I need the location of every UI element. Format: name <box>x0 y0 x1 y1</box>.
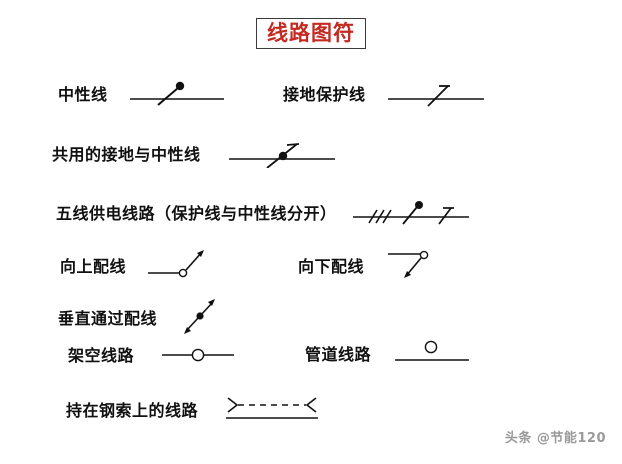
row-pipeline-line: 管道线路 <box>305 340 473 366</box>
label-neutral-line: 中性线 <box>58 85 108 104</box>
row-shared-earth-neutral: 共用的接地与中性线 <box>52 138 337 169</box>
symbol-line-with-circle-above <box>391 340 473 366</box>
row-messenger-wire-line: 持在钢索上的线路 <box>66 396 320 422</box>
symbol-dashed-span-between-brackets-over-line <box>224 396 320 422</box>
label-earth-protection-line: 接地保护线 <box>283 85 366 104</box>
symbol-line-with-hook-stroke <box>386 78 486 108</box>
label-wiring-vertical-through: 垂直通过配线 <box>58 309 158 328</box>
symbol-line-with-dot-stroke <box>128 78 226 108</box>
label-pipeline-line: 管道线路 <box>305 345 372 364</box>
page-title-wrapper: 线路图符 <box>0 18 622 50</box>
label-wiring-downward: 向下配线 <box>298 257 365 276</box>
symbol-double-arrow-with-dot <box>177 295 223 339</box>
symbol-line-with-dot-and-hook-stroke <box>227 138 337 169</box>
label-five-wire-supply: 五线供电线路（保护线与中性线分开） <box>56 204 337 223</box>
label-wiring-upward: 向上配线 <box>60 257 127 276</box>
watermark: 头条 @节能120 <box>504 431 606 446</box>
row-wiring-upward: 向上配线 <box>60 248 218 282</box>
label-shared-earth-neutral: 共用的接地与中性线 <box>52 145 201 164</box>
symbol-line-with-three-ticks-dot-and-hook <box>351 197 471 227</box>
symbol-line-circle-arrow-up <box>146 248 218 282</box>
row-neutral-line-left: 中性线 <box>58 78 226 108</box>
row-earth-protection-line-right: 接地保护线 <box>283 78 486 108</box>
row-five-wire-supply: 五线供电线路（保护线与中性线分开） <box>56 197 471 227</box>
label-messenger-wire-line: 持在钢索上的线路 <box>66 401 199 420</box>
page-title: 线路图符 <box>267 20 355 45</box>
label-overhead-line: 架空线路 <box>68 346 135 365</box>
symbol-line-circle-arrow-down <box>384 248 456 282</box>
page-title-box: 线路图符 <box>256 18 366 50</box>
row-wiring-downward: 向下配线 <box>298 248 456 282</box>
row-overhead-line: 架空线路 <box>68 342 236 366</box>
row-wiring-vertical-through: 垂直通过配线 <box>58 295 223 339</box>
symbol-line-with-circle-inline <box>160 344 236 364</box>
